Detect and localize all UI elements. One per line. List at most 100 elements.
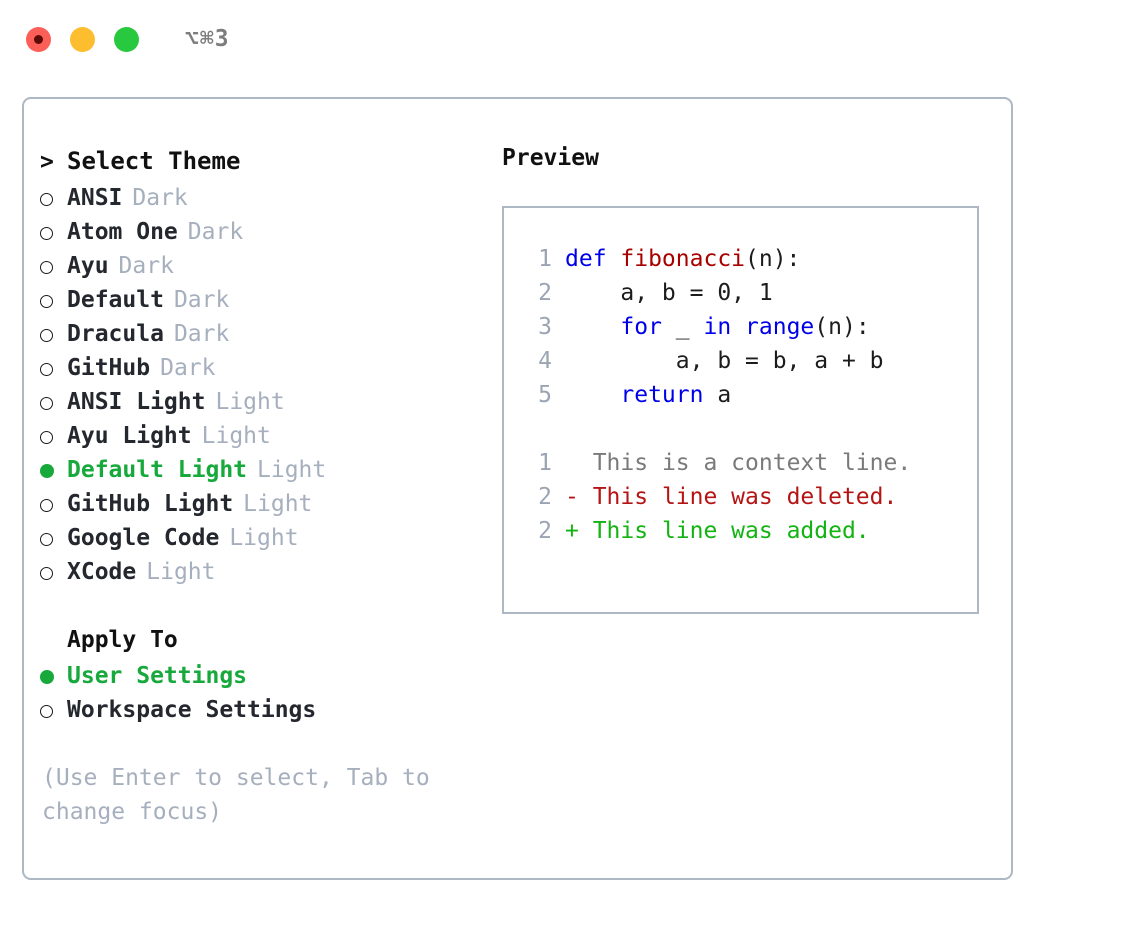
code-token bbox=[565, 382, 620, 408]
diff-line: 1 This is a context line. bbox=[520, 450, 977, 484]
radio-selected-icon[interactable] bbox=[40, 463, 67, 478]
line-number: 4 bbox=[538, 348, 552, 374]
code-token: def bbox=[565, 246, 621, 272]
diff-marker: - bbox=[565, 484, 593, 510]
theme-variant-tag: Dark bbox=[118, 253, 174, 279]
radio-unselected-icon[interactable] bbox=[40, 430, 67, 444]
radio-unselected-icon[interactable] bbox=[40, 226, 67, 240]
apply-to-option[interactable]: Workspace Settings bbox=[40, 697, 486, 731]
code-token: fibonacci bbox=[620, 246, 746, 272]
radio-bullet-shape bbox=[40, 227, 53, 240]
theme-variant-tag: Light bbox=[146, 559, 216, 585]
radio-unselected-icon[interactable] bbox=[40, 566, 67, 580]
select-theme-header: > Select Theme bbox=[40, 147, 486, 185]
line-number: 3 bbox=[538, 314, 552, 340]
apply-to-title: Apply To bbox=[67, 627, 178, 653]
radio-bullet-shape bbox=[40, 329, 53, 342]
code-diff-separator bbox=[520, 416, 977, 450]
theme-variant-tag: Dark bbox=[173, 287, 230, 313]
minimize-button-icon[interactable] bbox=[70, 26, 95, 52]
diff-line: 2- This line was deleted. bbox=[520, 484, 977, 518]
radio-unselected-icon[interactable] bbox=[40, 294, 67, 308]
keyboard-hint-text: (Use Enter to select, Tab to change focu… bbox=[42, 765, 430, 825]
radio-bullet-shape bbox=[40, 533, 53, 546]
theme-name: GitHub bbox=[67, 355, 151, 381]
diff-text: This line was deleted. bbox=[592, 484, 898, 510]
radio-unselected-icon[interactable] bbox=[40, 362, 67, 376]
code-token: range bbox=[745, 314, 815, 340]
line-number: 5 bbox=[538, 382, 552, 408]
theme-variant-tag: Dark bbox=[160, 355, 216, 381]
code-line: 5 return a bbox=[520, 382, 977, 416]
theme-list-item[interactable]: Google Code Light bbox=[40, 525, 486, 559]
line-number: 2 bbox=[538, 484, 552, 510]
radio-unselected-icon[interactable] bbox=[40, 498, 67, 512]
theme-variant-tag: Light bbox=[201, 423, 271, 449]
radio-bullet-shape bbox=[40, 431, 53, 444]
radio-unselected-icon[interactable] bbox=[40, 260, 67, 274]
apply-to-option-label: Workspace Settings bbox=[67, 697, 317, 723]
radio-unselected-icon[interactable] bbox=[40, 328, 67, 342]
traffic-light-buttons bbox=[26, 26, 139, 52]
code-token: return bbox=[620, 382, 704, 408]
radio-bullet-shape bbox=[40, 193, 53, 206]
code-token: a bbox=[703, 382, 732, 408]
diff-sample: 1 This is a context line.2- This line wa… bbox=[520, 450, 977, 552]
code-token: a, b = b, a + b bbox=[565, 348, 884, 374]
window-shortcut-label: ⌥⌘3 bbox=[185, 25, 230, 52]
radio-bullet-shape bbox=[40, 567, 53, 580]
line-number: 1 bbox=[538, 246, 552, 272]
theme-name: Atom One bbox=[67, 219, 178, 245]
close-button-icon[interactable] bbox=[26, 26, 51, 52]
radio-unselected-icon[interactable] bbox=[40, 532, 67, 546]
line-number: 2 bbox=[538, 280, 552, 306]
code-token: for bbox=[620, 314, 662, 340]
line-number: 1 bbox=[538, 450, 552, 476]
preview-title: Preview bbox=[502, 145, 599, 171]
line-number: 2 bbox=[538, 518, 552, 544]
theme-variant-tag: Dark bbox=[187, 219, 244, 245]
diff-marker bbox=[565, 450, 593, 476]
theme-variant-tag: Light bbox=[243, 491, 313, 517]
code-token: (n): bbox=[814, 314, 870, 340]
radio-bullet-shape bbox=[40, 295, 53, 308]
radio-bullet-shape bbox=[40, 261, 53, 274]
theme-variant-tag: Light bbox=[215, 389, 285, 415]
radio-unselected-icon[interactable] bbox=[40, 396, 67, 410]
theme-variant-tag: Light bbox=[257, 457, 327, 483]
zoom-button-icon[interactable] bbox=[114, 26, 139, 52]
theme-variant-tag: Light bbox=[229, 525, 299, 551]
code-line: 2 a, b = 0, 1 bbox=[520, 280, 977, 314]
theme-list-item[interactable]: GitHub Dark bbox=[40, 355, 486, 389]
radio-unselected-icon[interactable] bbox=[40, 704, 67, 718]
code-line: 3 for _ in range(n): bbox=[520, 314, 977, 348]
theme-name: ANSI bbox=[67, 185, 123, 211]
theme-list-item[interactable]: Atom One Dark bbox=[40, 219, 486, 253]
apply-to-header: Apply To bbox=[40, 627, 486, 663]
theme-variant-tag: Dark bbox=[173, 321, 230, 347]
radio-unselected-icon[interactable] bbox=[40, 192, 67, 206]
radio-selected-icon[interactable] bbox=[40, 669, 67, 684]
title-bar: ⌥⌘3 bbox=[0, 0, 1140, 78]
theme-name: Google Code bbox=[67, 525, 220, 551]
code-token bbox=[565, 314, 620, 340]
code-token: _ bbox=[661, 314, 704, 340]
apply-to-option[interactable]: User Settings bbox=[40, 663, 486, 697]
list-spacer bbox=[40, 593, 486, 627]
